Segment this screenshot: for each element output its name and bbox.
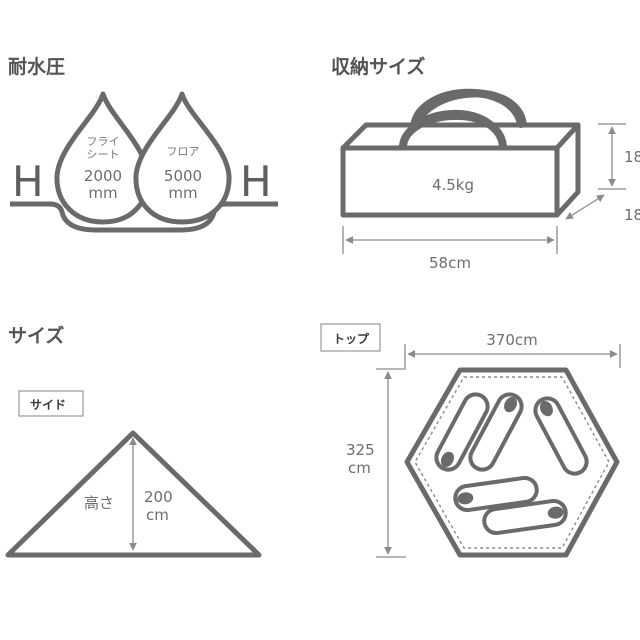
storage-size-section: 収納サイズ 4.5kg 58cm 18 18: [331, 55, 640, 272]
sleeping-bag-4-icon: [453, 475, 539, 513]
tent-height-unit: cm: [146, 506, 169, 524]
size-title: サイズ: [8, 324, 64, 347]
sleeping-bag-1-icon: [434, 392, 490, 472]
top-width-label: 370cm: [486, 331, 538, 349]
top-view-tag: [320, 323, 381, 352]
fly-pressure-unit: mm: [88, 184, 117, 202]
fly-pressure-value: 2000: [84, 167, 122, 185]
storage-size-title: 収納サイズ: [331, 55, 425, 78]
tent-height-value: 200: [144, 488, 173, 506]
water-pressure-section: 耐水圧 H H フライ シート 2000 mm フロア 5000 mm: [8, 56, 278, 233]
tent-hexagon-inner-line: [414, 376, 610, 549]
water-drop-floor-icon: [133, 91, 232, 225]
fly-label-line1: フライ: [87, 135, 120, 148]
floor-pressure-unit: mm: [168, 184, 197, 202]
side-view-tag: [18, 390, 84, 417]
h-right-label: H: [240, 157, 272, 206]
top-depth-value: 325: [346, 441, 375, 459]
top-view-section: トップ 370cm 325 cm: [320, 323, 621, 558]
bag-top-face: [340, 122, 581, 151]
water-drop-fly-icon: [54, 91, 151, 225]
floor-label: フロア: [167, 145, 200, 158]
bag-handle-front-top: [399, 112, 507, 150]
floor-pressure-value: 5000: [164, 167, 202, 185]
bag-weight-label: 4.5kg: [432, 176, 474, 194]
sleeping-bag-2-icon: [468, 392, 524, 472]
h-left-label: H: [12, 157, 44, 206]
bag-front-face: [340, 145, 560, 218]
bag-width-label: 58cm: [429, 254, 471, 272]
size-section: サイズ サイド 高さ 200 cm: [5, 324, 262, 558]
side-view-tag-label: サイド: [30, 398, 66, 412]
bag-height-label: 18: [624, 148, 640, 166]
water-pressure-title: 耐水圧: [8, 56, 65, 78]
depth-dimension-arrow: [565, 194, 605, 220]
top-view-tag-label: トップ: [333, 331, 370, 346]
bag-handle-back-top: [410, 88, 525, 130]
bag-depth-label: 18: [624, 206, 640, 224]
fly-label-line2: シート: [87, 148, 120, 161]
sleeping-bag-3-icon: [533, 396, 589, 476]
sleeping-bag-5-icon: [482, 498, 568, 536]
tent-height-label: 高さ: [84, 494, 114, 512]
top-depth-unit: cm: [348, 459, 371, 477]
